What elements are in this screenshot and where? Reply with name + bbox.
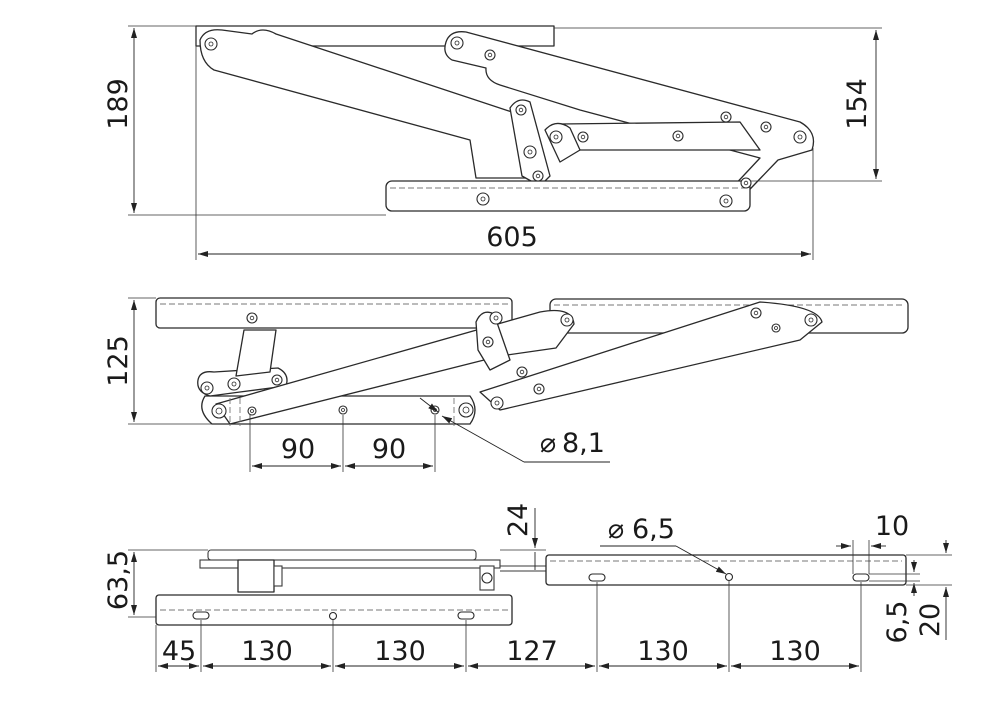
- middle-view-dimensions: [128, 297, 610, 472]
- upper-rail-left: [207, 549, 477, 561]
- dim-130-b: 130: [374, 636, 426, 667]
- dim-130-c: 130: [637, 636, 689, 667]
- dim-154: 154: [842, 78, 873, 130]
- middle-view-holes: [200, 307, 818, 419]
- left-link: [197, 367, 288, 397]
- middle-arm: [559, 121, 761, 151]
- bottom-view: 24 63,5 ⌀ 6,5 10 6,5 20 45 130 130 127 1…: [103, 503, 952, 672]
- dim-6-5-slot: 6,5: [882, 601, 913, 644]
- upper-arm-left: [199, 29, 531, 179]
- dim-63-5: 63,5: [103, 550, 134, 610]
- dim-90-left: 90: [281, 434, 315, 465]
- top-view-dimensions: [128, 25, 882, 260]
- dim-diameter-symbol-6-5: ⌀: [608, 514, 624, 545]
- dim-diameter-symbol-8-1: ⌀: [540, 428, 556, 459]
- right-rail: [545, 554, 907, 586]
- left-top-plate: [155, 297, 513, 329]
- dim-127: 127: [506, 636, 558, 667]
- diagonal-arm-lower: [479, 301, 823, 411]
- dim-125: 125: [103, 335, 134, 387]
- left-support: [235, 329, 277, 377]
- top-view-holes: [204, 36, 807, 208]
- upper-rail-inner: [199, 559, 501, 569]
- dim-24: 24: [503, 503, 534, 537]
- dim-6-5-diameter: 6,5: [632, 514, 675, 545]
- dim-10: 10: [875, 511, 909, 542]
- dim-45: 45: [162, 636, 196, 667]
- dim-189: 189: [103, 78, 134, 130]
- mechanism-block: [237, 559, 275, 593]
- middle-view: 125 90 90 ⌀ 8,1: [103, 297, 909, 472]
- bottom-view-holes: [192, 572, 870, 621]
- dim-605: 605: [486, 222, 538, 253]
- dim-8-1: 8,1: [562, 428, 605, 459]
- dim-90-right: 90: [372, 434, 406, 465]
- dim-130-a: 130: [241, 636, 293, 667]
- dim-20: 20: [915, 603, 946, 637]
- bottom-plate: [385, 180, 751, 212]
- bottom-view-dimensions: [128, 508, 952, 672]
- top-view: 189 154 605: [103, 25, 882, 260]
- dim-130-d: 130: [769, 636, 821, 667]
